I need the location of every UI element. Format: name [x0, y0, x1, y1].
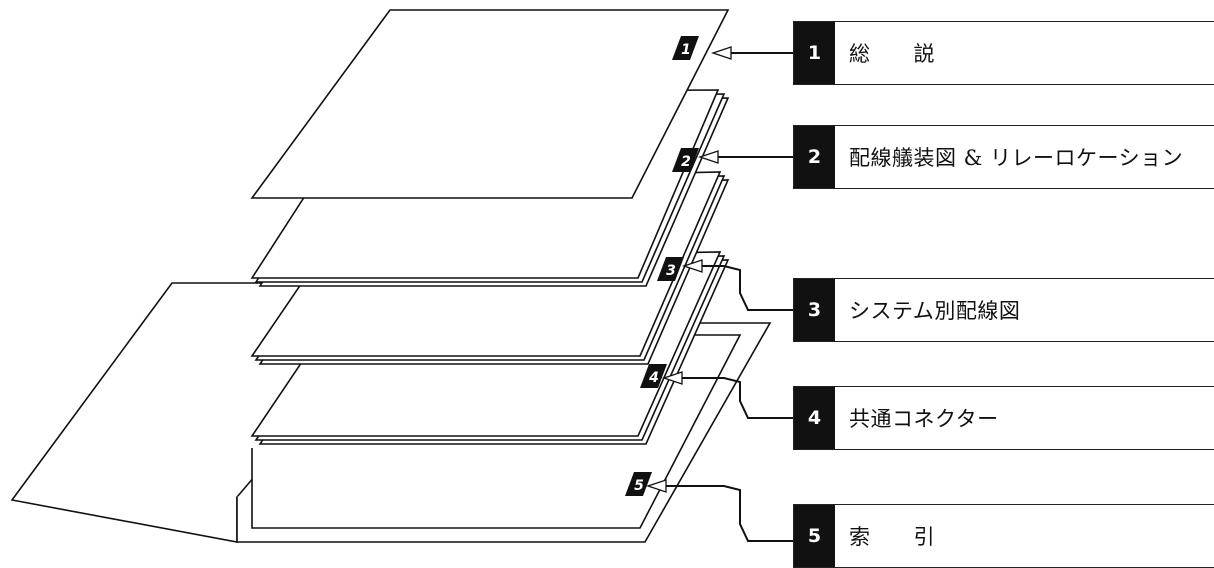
tab-2: 2 — [672, 148, 699, 172]
tab-5: 5 — [625, 472, 652, 496]
svg-text:1: 1 — [681, 42, 691, 58]
section-title: 配線艤装図 & リレーロケーション — [849, 146, 1184, 170]
tab-1: 1 — [672, 36, 699, 60]
section-label-5: 5 索 引 — [793, 504, 1214, 568]
arrow-4-icon — [661, 371, 683, 385]
section-label-4: 4 共通コネクター — [793, 386, 1214, 450]
leader-line-3 — [700, 265, 793, 311]
section-number: 5 — [794, 505, 835, 567]
svg-text:2: 2 — [681, 154, 691, 170]
leader-line-5 — [664, 485, 793, 542]
section-label-3: 3 システム別配線図 — [793, 278, 1214, 342]
arrow-3-icon — [681, 259, 703, 273]
arrow-5-icon — [645, 479, 667, 493]
section-label-1: 1 総 説 — [793, 21, 1214, 85]
section-number: 3 — [794, 279, 835, 341]
section-number: 2 — [794, 126, 835, 188]
svg-text:5: 5 — [634, 478, 644, 494]
section-title: システム別配線図 — [849, 299, 1021, 323]
tab-3: 3 — [657, 257, 684, 281]
leader-line-4 — [680, 377, 793, 419]
arrow-2-icon — [697, 150, 719, 164]
svg-text:4: 4 — [648, 370, 659, 386]
section-title: 索 引 — [849, 525, 935, 549]
svg-text:3: 3 — [666, 263, 676, 279]
section-title: 共通コネクター — [849, 407, 999, 431]
sheet-1 — [250, 9, 730, 199]
section-title: 総 説 — [849, 42, 935, 66]
section-number: 1 — [794, 22, 835, 84]
section-label-2: 2 配線艤装図 & リレーロケーション — [793, 125, 1214, 189]
section-number: 4 — [794, 387, 835, 449]
tab-4: 4 — [640, 364, 667, 388]
arrow-1-icon — [710, 46, 732, 60]
